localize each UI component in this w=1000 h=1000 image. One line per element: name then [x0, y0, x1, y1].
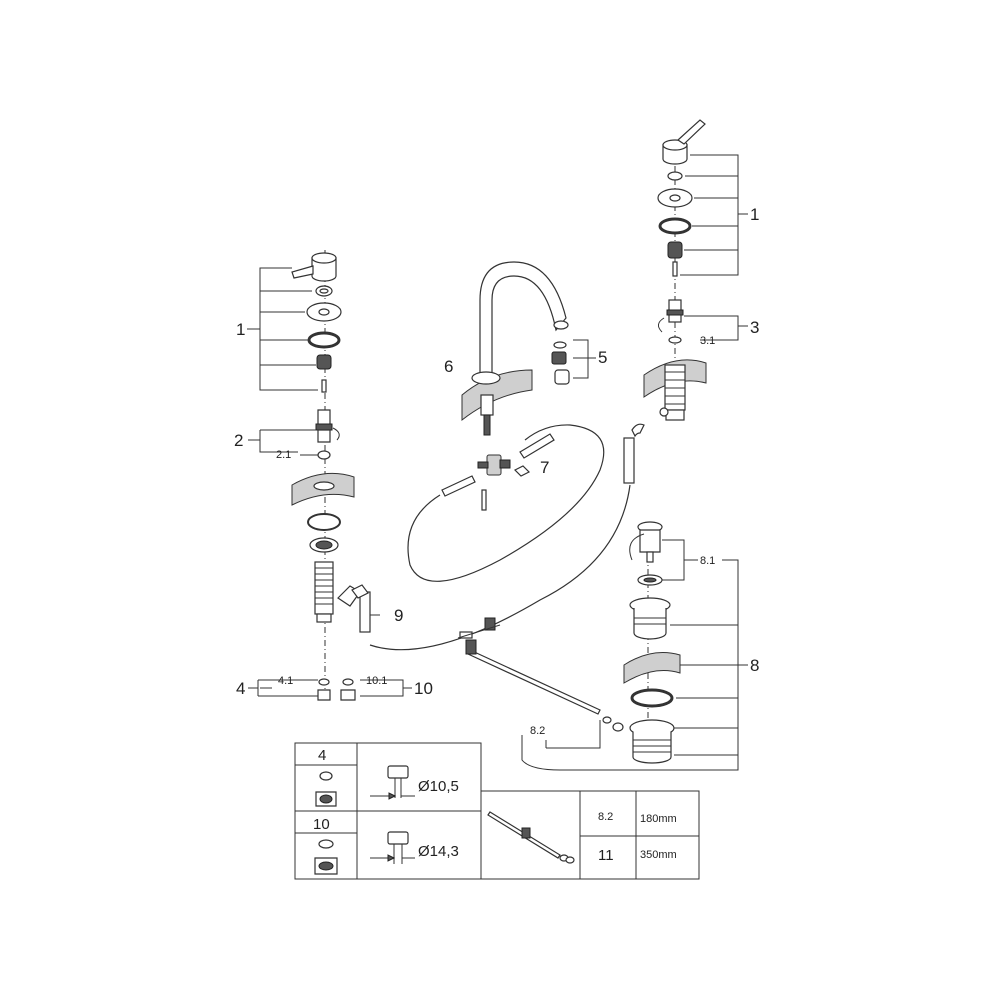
spout-assembly — [461, 261, 596, 436]
table-row4-label: 4 — [318, 747, 326, 764]
length-row-2-length: 350mm — [640, 849, 677, 861]
label-7: 7 — [540, 458, 549, 477]
label-10-1: 10.1 — [366, 675, 387, 687]
label-8: 8 — [750, 656, 759, 675]
label-8-2: 8.2 — [530, 725, 545, 737]
hose-assembly — [351, 423, 645, 651]
table-row4-dimension: Ø10,5 — [418, 778, 459, 795]
drain-assembly — [457, 521, 681, 764]
label-2: 2 — [234, 431, 243, 450]
label-8-1: 8.1 — [700, 555, 715, 567]
right-leader-lines — [680, 154, 748, 341]
label-6: 6 — [444, 357, 453, 376]
label-4-1: 4.1 — [278, 675, 293, 687]
table-row10-dimension: Ø14,3 — [418, 843, 459, 860]
length-row-1-length: 180mm — [640, 813, 677, 825]
left-handle-assembly — [291, 250, 361, 701]
label-1-left: 1 — [236, 320, 245, 339]
part-labels: 1 2 2.1 4 4.1 10.1 10 9 6 5 7 1 3 3.1 8.… — [234, 205, 759, 737]
label-4: 4 — [236, 679, 245, 698]
label-5: 5 — [598, 348, 607, 367]
label-9: 9 — [394, 606, 403, 625]
length-row-1-part: 8.2 — [598, 811, 613, 823]
drain-leader-lines — [521, 539, 748, 771]
reference-table: 4 10 Ø10,5 Ø14,3 8.2 180mm 11 350mm — [294, 742, 700, 880]
table-row10-label: 10 — [313, 816, 330, 833]
label-3: 3 — [750, 318, 759, 337]
label-1-right: 1 — [750, 205, 759, 224]
right-handle-assembly — [643, 119, 707, 421]
label-10: 10 — [414, 679, 433, 698]
label-2-1: 2.1 — [276, 449, 291, 461]
left-leader-lines — [247, 267, 412, 697]
length-row-2-part: 11 — [598, 847, 614, 864]
label-3-1: 3.1 — [700, 335, 715, 347]
